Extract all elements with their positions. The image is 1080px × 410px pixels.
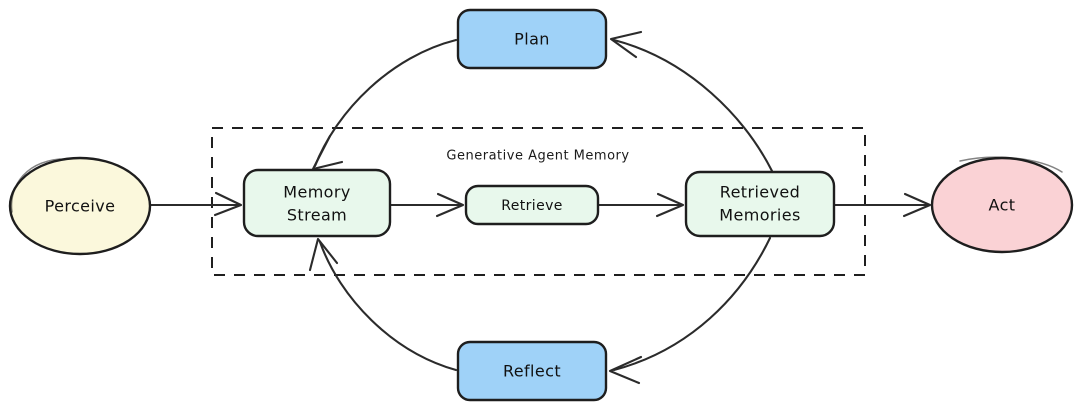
- node-perceive[interactable]: Perceive: [8, 156, 152, 256]
- node-memory-stream[interactable]: Memory Stream: [242, 168, 392, 238]
- node-plan[interactable]: Plan: [456, 8, 608, 70]
- generative-agent-memory-boundary: [211, 127, 866, 276]
- node-reflect-label: Reflect: [503, 362, 561, 381]
- generative-agent-memory-label: Generative Agent Memory: [446, 149, 629, 164]
- node-perceive-label: Perceive: [45, 197, 116, 216]
- edge-memory-stream-to-retrieve: [389, 192, 465, 218]
- node-retrieve-label: Retrieve: [501, 198, 563, 214]
- node-act-label: Act: [989, 196, 1016, 215]
- edge-plan-to-memory-stream: [311, 38, 458, 171]
- edge-reflect-to-memory-stream: [308, 237, 458, 372]
- node-plan-label: Plan: [514, 30, 550, 49]
- edge-retrieved-memories-to-reflect: [608, 236, 772, 385]
- edge-retrieved-memories-to-act: [833, 192, 932, 218]
- node-retrieved-memories-label-line1: Retrieved: [720, 183, 800, 202]
- node-retrieve[interactable]: Retrieve: [464, 184, 600, 226]
- node-retrieved-memories-label-line2: Memories: [719, 206, 800, 225]
- node-memory-stream-label-line2: Stream: [287, 206, 347, 225]
- node-reflect[interactable]: Reflect: [456, 340, 608, 402]
- node-act[interactable]: Act: [930, 156, 1074, 254]
- edge-perceive-to-memory-stream: [149, 191, 243, 217]
- edge-retrieve-to-retrieved-memories: [597, 192, 685, 218]
- edge-retrieved-memories-to-plan: [609, 30, 774, 173]
- node-retrieved-memories[interactable]: Retrieved Memories: [684, 170, 836, 238]
- node-memory-stream-label-line1: Memory: [283, 183, 350, 202]
